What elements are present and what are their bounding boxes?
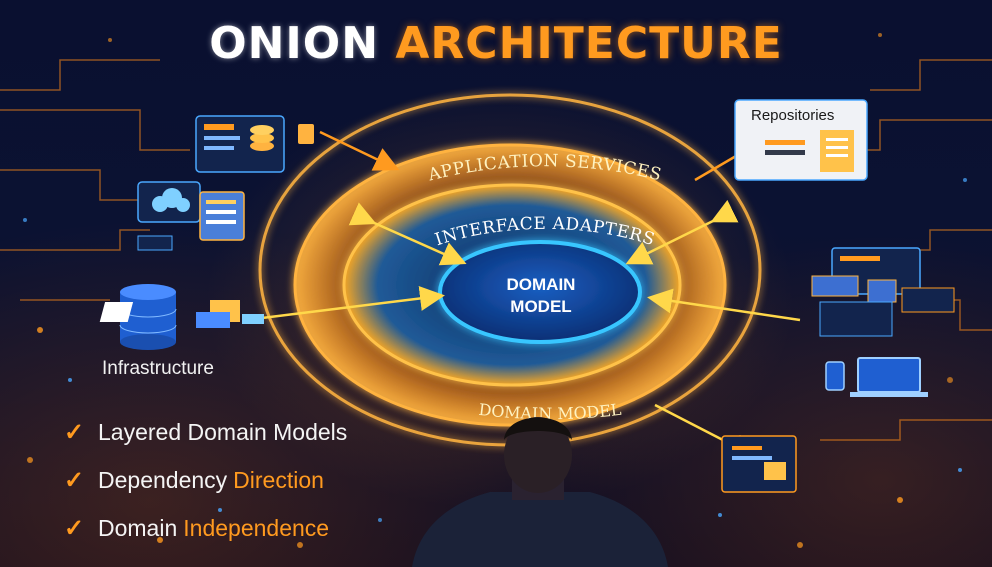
right-ui-panels	[721, 99, 955, 493]
phone-icon	[825, 361, 845, 391]
checklist-item: ✓ Dependency Direction	[64, 456, 347, 504]
arrow-adapters-left	[348, 202, 467, 266]
check-icon: ✓	[64, 514, 85, 542]
folder-stack-icon	[99, 300, 264, 328]
checklist-item-text: Dependency	[98, 466, 228, 493]
arrow-right-core	[647, 288, 801, 322]
check-icon: ✓	[64, 466, 85, 494]
checklist-item: ✓ Domain Independence	[64, 504, 347, 552]
check-icon: ✓	[64, 418, 85, 446]
core-label-line1: DOMAIN	[507, 275, 576, 294]
coin-stack-icon	[250, 125, 274, 151]
dependency-arrows	[261, 130, 801, 458]
checklist-item-highlight: Independence	[183, 514, 330, 541]
domain-model-ring-label: DOMAIN MODEL	[478, 400, 623, 423]
checklist-item-highlight: Direction	[233, 466, 324, 493]
circuit-lines-left	[0, 59, 190, 301]
title-word-architecture: ARCHITECTURE	[395, 18, 783, 69]
page-title: ONION ARCHITECTURE	[0, 18, 992, 69]
arrow-to-services-left	[319, 130, 400, 171]
checklist-item-text: Domain	[98, 514, 178, 541]
laptop-icon	[850, 357, 928, 397]
database-icon	[119, 284, 177, 350]
repositories-label: Repositories	[751, 107, 835, 124]
cloud-icon	[152, 188, 190, 212]
core-label-line2: MODEL	[510, 297, 571, 316]
left-ui-panels	[99, 115, 314, 350]
checklist-item-text: Layered Domain Models	[98, 418, 348, 445]
infrastructure-label: Infrastructure	[102, 358, 214, 379]
circuit-lines-right	[820, 59, 992, 441]
title-word-onion: ONION	[209, 18, 380, 69]
person-silhouette	[412, 417, 668, 567]
feature-checklist: ✓ Layered Domain Models ✓ Dependency Dir…	[64, 408, 347, 552]
checklist-item: ✓ Layered Domain Models	[64, 408, 347, 456]
arrow-left-core	[261, 286, 445, 320]
arrow-adapters-right	[625, 199, 739, 265]
